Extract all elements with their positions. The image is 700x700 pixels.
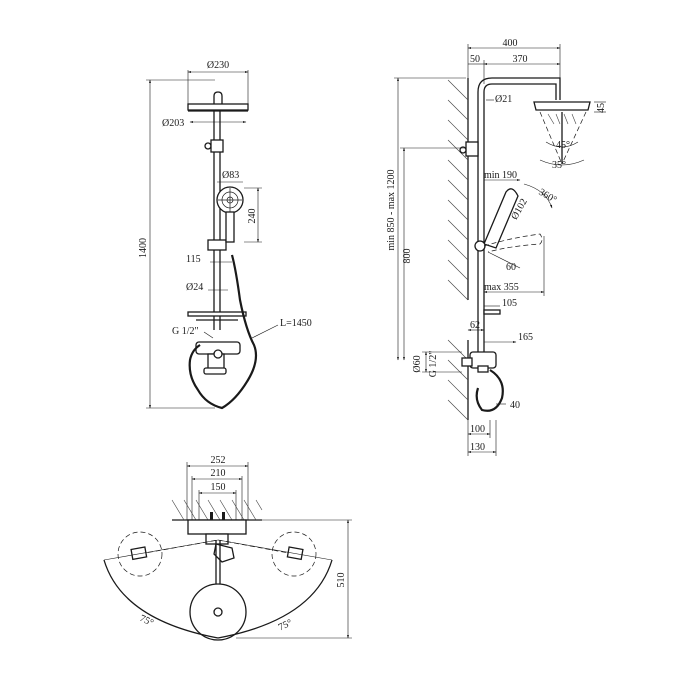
depth-510-label: 510 <box>336 573 347 588</box>
top-view: 252 210 150 <box>103 455 352 641</box>
head-diameter-label: Ø230 <box>207 60 229 71</box>
dim-130-label: 130 <box>470 442 485 453</box>
mixer-165-label: 165 <box>518 332 533 343</box>
rotation-label: 360° <box>537 187 559 206</box>
angle-left-label: 75° <box>138 613 155 629</box>
wall-hatch-upper <box>447 78 469 301</box>
min-190-label: min 190 <box>484 170 517 181</box>
side-thread-label: G 1/2" <box>428 351 439 378</box>
arm-reach-label: 370 <box>513 54 528 65</box>
angle-right-label: 75° <box>277 617 294 633</box>
width-252-label: 252 <box>211 455 226 466</box>
shelf-label: 105 <box>502 298 517 309</box>
front-view: 1400 Ø230 Ø203 Ø83 <box>138 60 312 410</box>
dim-40-label: 40 <box>510 400 520 411</box>
height-range-label: min 850 - max 1200 <box>386 169 397 250</box>
holder-height-label: 800 <box>402 249 413 264</box>
holder-offset-label: 115 <box>186 254 201 265</box>
connect-diameter-label: Ø60 <box>412 355 423 372</box>
spray-angle-1-label: 45° <box>556 140 570 151</box>
spray-angle-2-label: 35° <box>552 160 566 171</box>
wall-62-label: 62 <box>470 320 480 331</box>
side-view: 400 50 370 Ø21 45 45° 35° <box>386 38 607 456</box>
arm-wall-label: 50 <box>470 54 480 65</box>
width-210-label: 210 <box>211 468 226 479</box>
total-height-label: 1400 <box>138 238 149 258</box>
handshower-length-label: 240 <box>247 209 258 224</box>
inner-diameter-label: Ø203 <box>162 118 184 129</box>
wall-hatch-lower <box>447 339 469 421</box>
max-355-label: max 355 <box>484 282 519 293</box>
handshower-diameter-label: Ø83 <box>222 170 239 181</box>
width-150-label: 150 <box>211 482 226 493</box>
holder-angle-label: 60 <box>506 262 516 273</box>
hose-length-label: L=1450 <box>280 318 312 329</box>
arm-diameter-label: Ø21 <box>495 94 512 105</box>
front-thread-label: G 1/2" <box>172 326 199 337</box>
head-thickness-label: 45 <box>596 103 607 113</box>
arm-total-label: 400 <box>503 38 518 49</box>
dim-100-label: 100 <box>470 424 485 435</box>
bar-diameter-label: Ø24 <box>186 282 203 293</box>
